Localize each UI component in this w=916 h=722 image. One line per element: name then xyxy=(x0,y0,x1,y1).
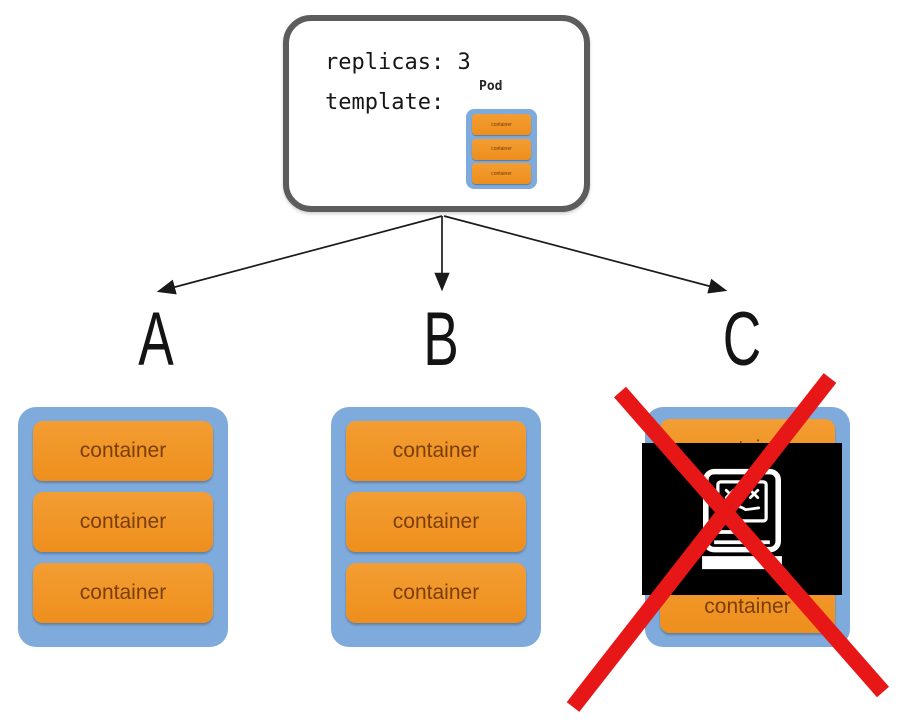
spec-template-line: template: xyxy=(325,90,445,115)
spec-yaml-text: replicas: 3 template: xyxy=(325,43,471,123)
container-box: container xyxy=(33,492,213,552)
replica-label-b: B xyxy=(423,297,459,382)
container-box: container xyxy=(346,563,526,623)
pod-b: container container container xyxy=(331,407,541,647)
replica-label-c: C xyxy=(722,297,762,382)
replicaset-spec-box: replicas: 3 template: Pod container conta… xyxy=(283,15,590,212)
mini-container: container xyxy=(472,138,531,160)
replica-label-a: A xyxy=(138,297,174,382)
container-box: container xyxy=(346,421,526,481)
pod-template-thumbnail: container container container xyxy=(466,109,537,189)
pod-a: container container container xyxy=(18,407,228,647)
spec-replicas-line: replicas: 3 xyxy=(325,50,471,75)
crashed-screen-overlay xyxy=(642,443,842,595)
dead-computer-icon xyxy=(702,468,782,570)
container-box: container xyxy=(33,563,213,623)
mini-container: container xyxy=(472,163,531,184)
container-box: container xyxy=(33,421,213,481)
pod-template-label: Pod xyxy=(479,79,503,94)
pod-c-failed: container container container xyxy=(642,407,850,647)
container-box: container xyxy=(346,492,526,552)
mini-container: container xyxy=(472,114,531,135)
